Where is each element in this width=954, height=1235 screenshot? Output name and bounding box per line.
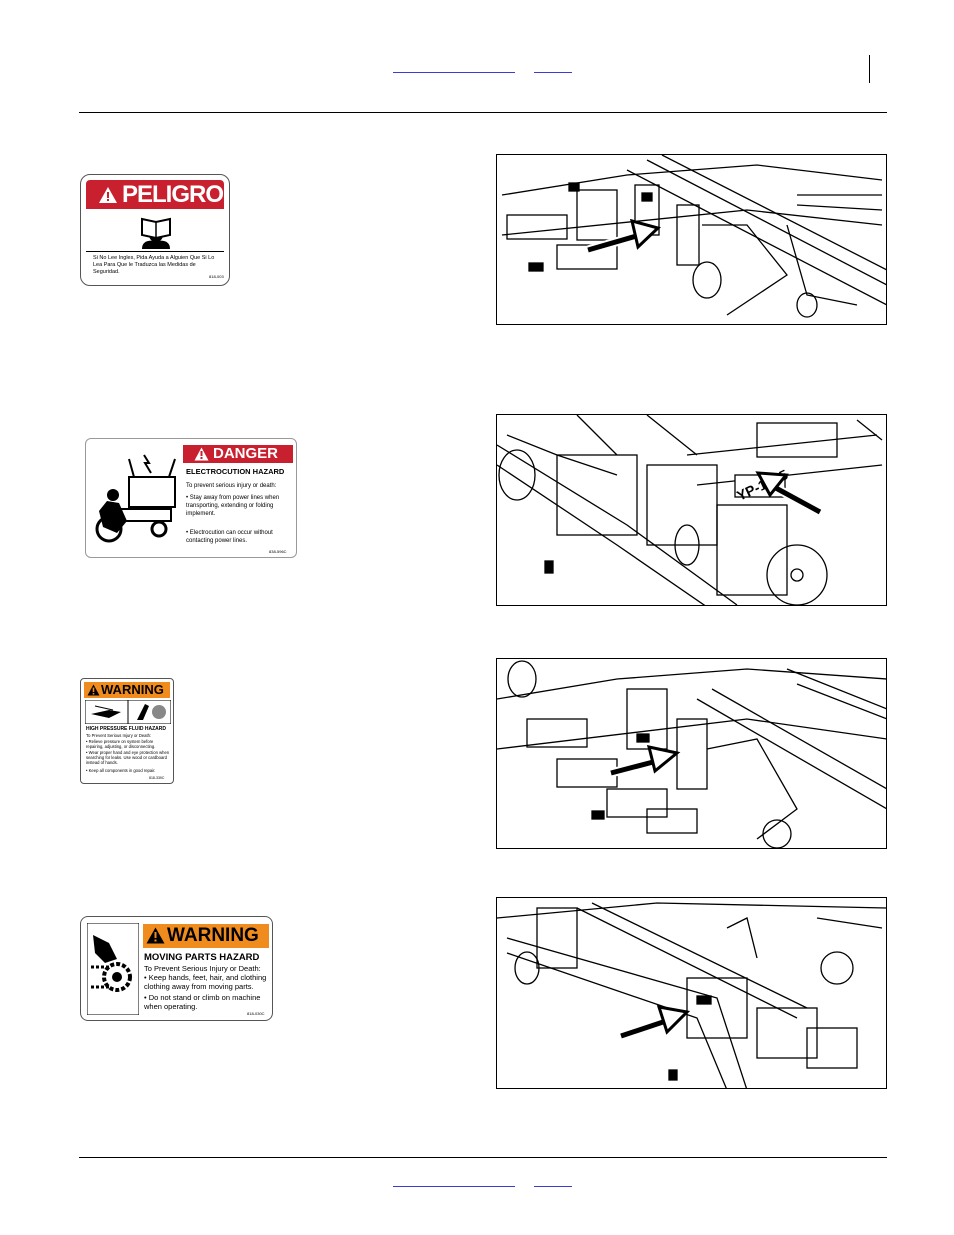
header-rule [79,112,887,113]
footer-link-2[interactable] [534,1172,572,1187]
danger-decal: DANGER ELECTROCUTION HAZARD To prevent s… [85,438,297,558]
danger-header: DANGER [183,445,293,463]
warning-fluid-bullet-2: • Wear proper hand and eye protection wh… [86,750,170,765]
alert-triangle-icon [87,684,100,696]
warning-fluid-bullet-3: • Keep all components in good repair. [86,768,156,773]
warning-fluid-header: WARNING [84,682,170,698]
alert-triangle-icon [146,927,165,944]
machine-illustration [501,155,886,318]
warning-moving-part-number: 818-030C [247,1011,265,1016]
danger-signal-word: DANGER [213,445,279,462]
header-divider [869,55,870,83]
warning-fluid-signal-word: WARNING [101,682,164,697]
warning-fluid-intro: To Prevent Serious Injury or Death: [86,733,152,738]
machine-illustration [497,902,886,1088]
arrow-icon [755,471,823,516]
header-link-2[interactable] [534,58,572,73]
fluid-injection-icon [85,700,171,724]
warning-moving-bullet-1: • Keep hands, feet, hair, and clothing c… [144,973,267,991]
peligro-message: Si No Lee Ingles, Pida Ayuda a Alguien Q… [93,255,215,275]
warning-moving-decal: WARNING MOVING PARTS HAZARD To Prevent S… [80,916,273,1021]
electrocution-tractor-icon [95,454,176,543]
alert-triangle-icon [194,447,209,461]
decal-location-photo-1 [496,154,887,325]
peligro-divider [86,251,224,252]
warning-fluid-decal: WARNING HIGH PRESSURE FLUID HAZARD To Pr… [80,678,174,784]
header-link-1[interactable] [393,58,515,73]
danger-intro: To prevent serious injury or death: [186,483,277,489]
danger-part-number: 838-596C [269,549,287,554]
decal-location-photo-2: YP-1625 [496,414,887,606]
alert-triangle-icon [99,187,117,203]
warning-moving-bullet-2: • Do not stand or climb on machine when … [144,993,261,1011]
peligro-header: PELIGRO [86,180,224,209]
footer-link-1[interactable] [393,1172,515,1187]
peligro-signal-word: PELIGRO [122,181,224,208]
decal-location-photo-3 [496,658,887,849]
warning-moving-hazard-title: MOVING PARTS HAZARD [144,952,260,963]
danger-hazard-title: ELECTROCUTION HAZARD [186,467,285,476]
warning-fluid-bullet-1: • Relieve pressure on system before repa… [86,739,156,749]
danger-bullet-2: • Electrocution can occur without contac… [186,530,273,544]
peligro-part-number: 818-003 [209,274,224,279]
footer-rule [79,1157,887,1158]
warning-fluid-hazard-title: HIGH PRESSURE FLUID HAZARD [86,726,167,732]
arrow-icon [586,218,661,255]
danger-bullet-1: • Stay away from power lines when transp… [186,495,280,517]
chain-hand-icon [87,923,139,1015]
warning-moving-header: WARNING [143,924,269,948]
peligro-decal: PELIGRO Si No Lee Ingles, Pida Ayuda a A… [80,174,230,286]
arrow-icon [609,745,681,778]
warning-fluid-part-number: 818-339C [149,776,165,780]
reading-person-icon [141,217,171,249]
warning-moving-signal-word: WARNING [167,925,259,946]
arrow-icon [619,1005,691,1041]
warning-moving-intro: To Prevent Serious Injury or Death: [144,964,261,973]
decal-location-photo-4 [496,897,887,1089]
